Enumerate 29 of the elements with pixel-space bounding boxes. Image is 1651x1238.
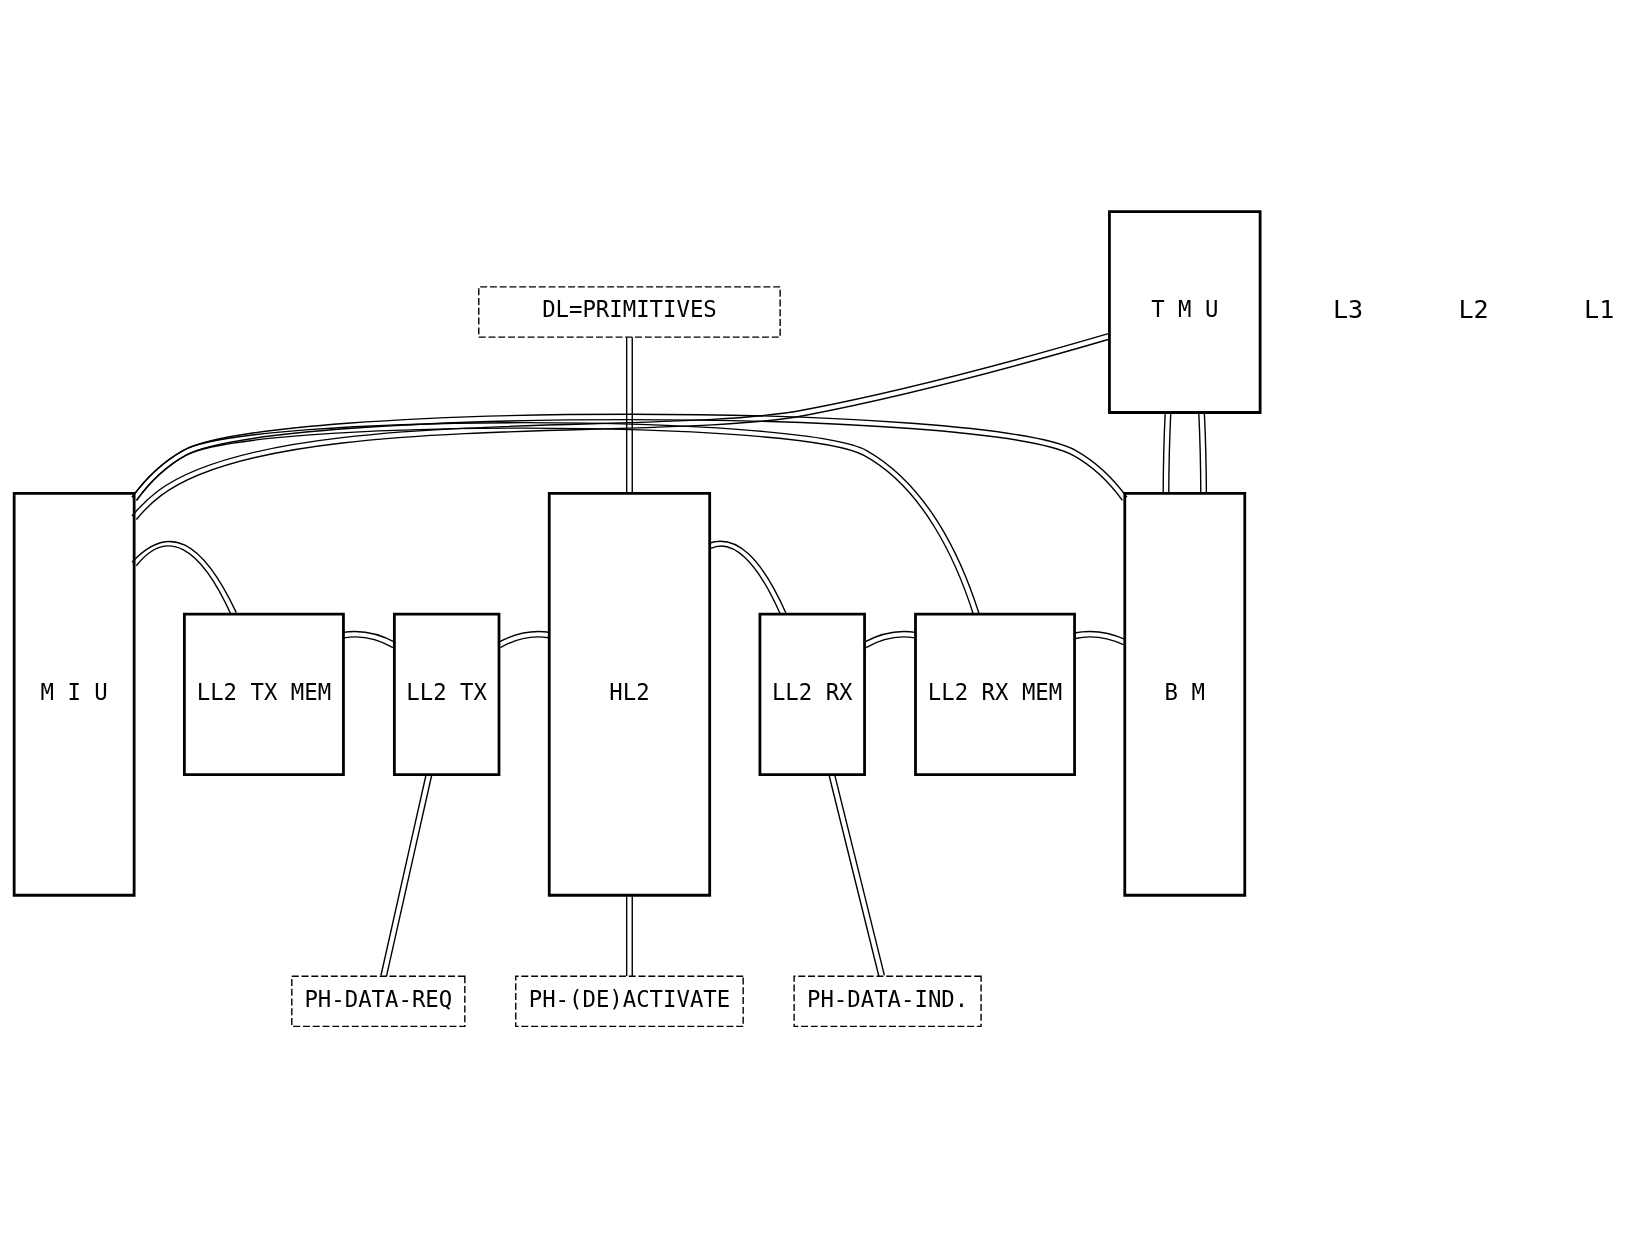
connector xyxy=(131,540,237,616)
node-box: LL2 RX MEM xyxy=(914,612,1076,776)
node-box: T M U xyxy=(1108,210,1262,414)
node-box: LL2 RX xyxy=(758,612,866,776)
connector xyxy=(131,422,980,616)
node-box: PH-(DE)ACTIVATE xyxy=(515,975,744,1028)
connector xyxy=(828,773,886,978)
label: L3 xyxy=(1332,295,1364,325)
connector xyxy=(625,336,633,494)
connector xyxy=(342,630,397,649)
connector xyxy=(131,332,1111,521)
label: L2 xyxy=(1458,295,1489,325)
connector xyxy=(380,773,433,978)
connector xyxy=(1073,630,1127,646)
connector xyxy=(708,540,787,616)
node-box: DL=PRIMITIVES xyxy=(478,286,781,338)
connector xyxy=(625,894,633,977)
node-box: B M xyxy=(1123,492,1247,897)
node-box: LL2 TX xyxy=(392,612,501,776)
connector xyxy=(497,630,551,649)
node-box: PH-DATA-REQ xyxy=(291,975,466,1028)
connector xyxy=(1162,411,1172,494)
label: L1 xyxy=(1584,295,1615,325)
node-box: M I U xyxy=(12,492,136,897)
node-box: PH-DATA-IND. xyxy=(793,975,982,1028)
connector xyxy=(1198,411,1208,494)
node-box: HL2 xyxy=(547,492,712,897)
connector xyxy=(862,630,917,649)
node-box: LL2 TX MEM xyxy=(182,612,345,776)
